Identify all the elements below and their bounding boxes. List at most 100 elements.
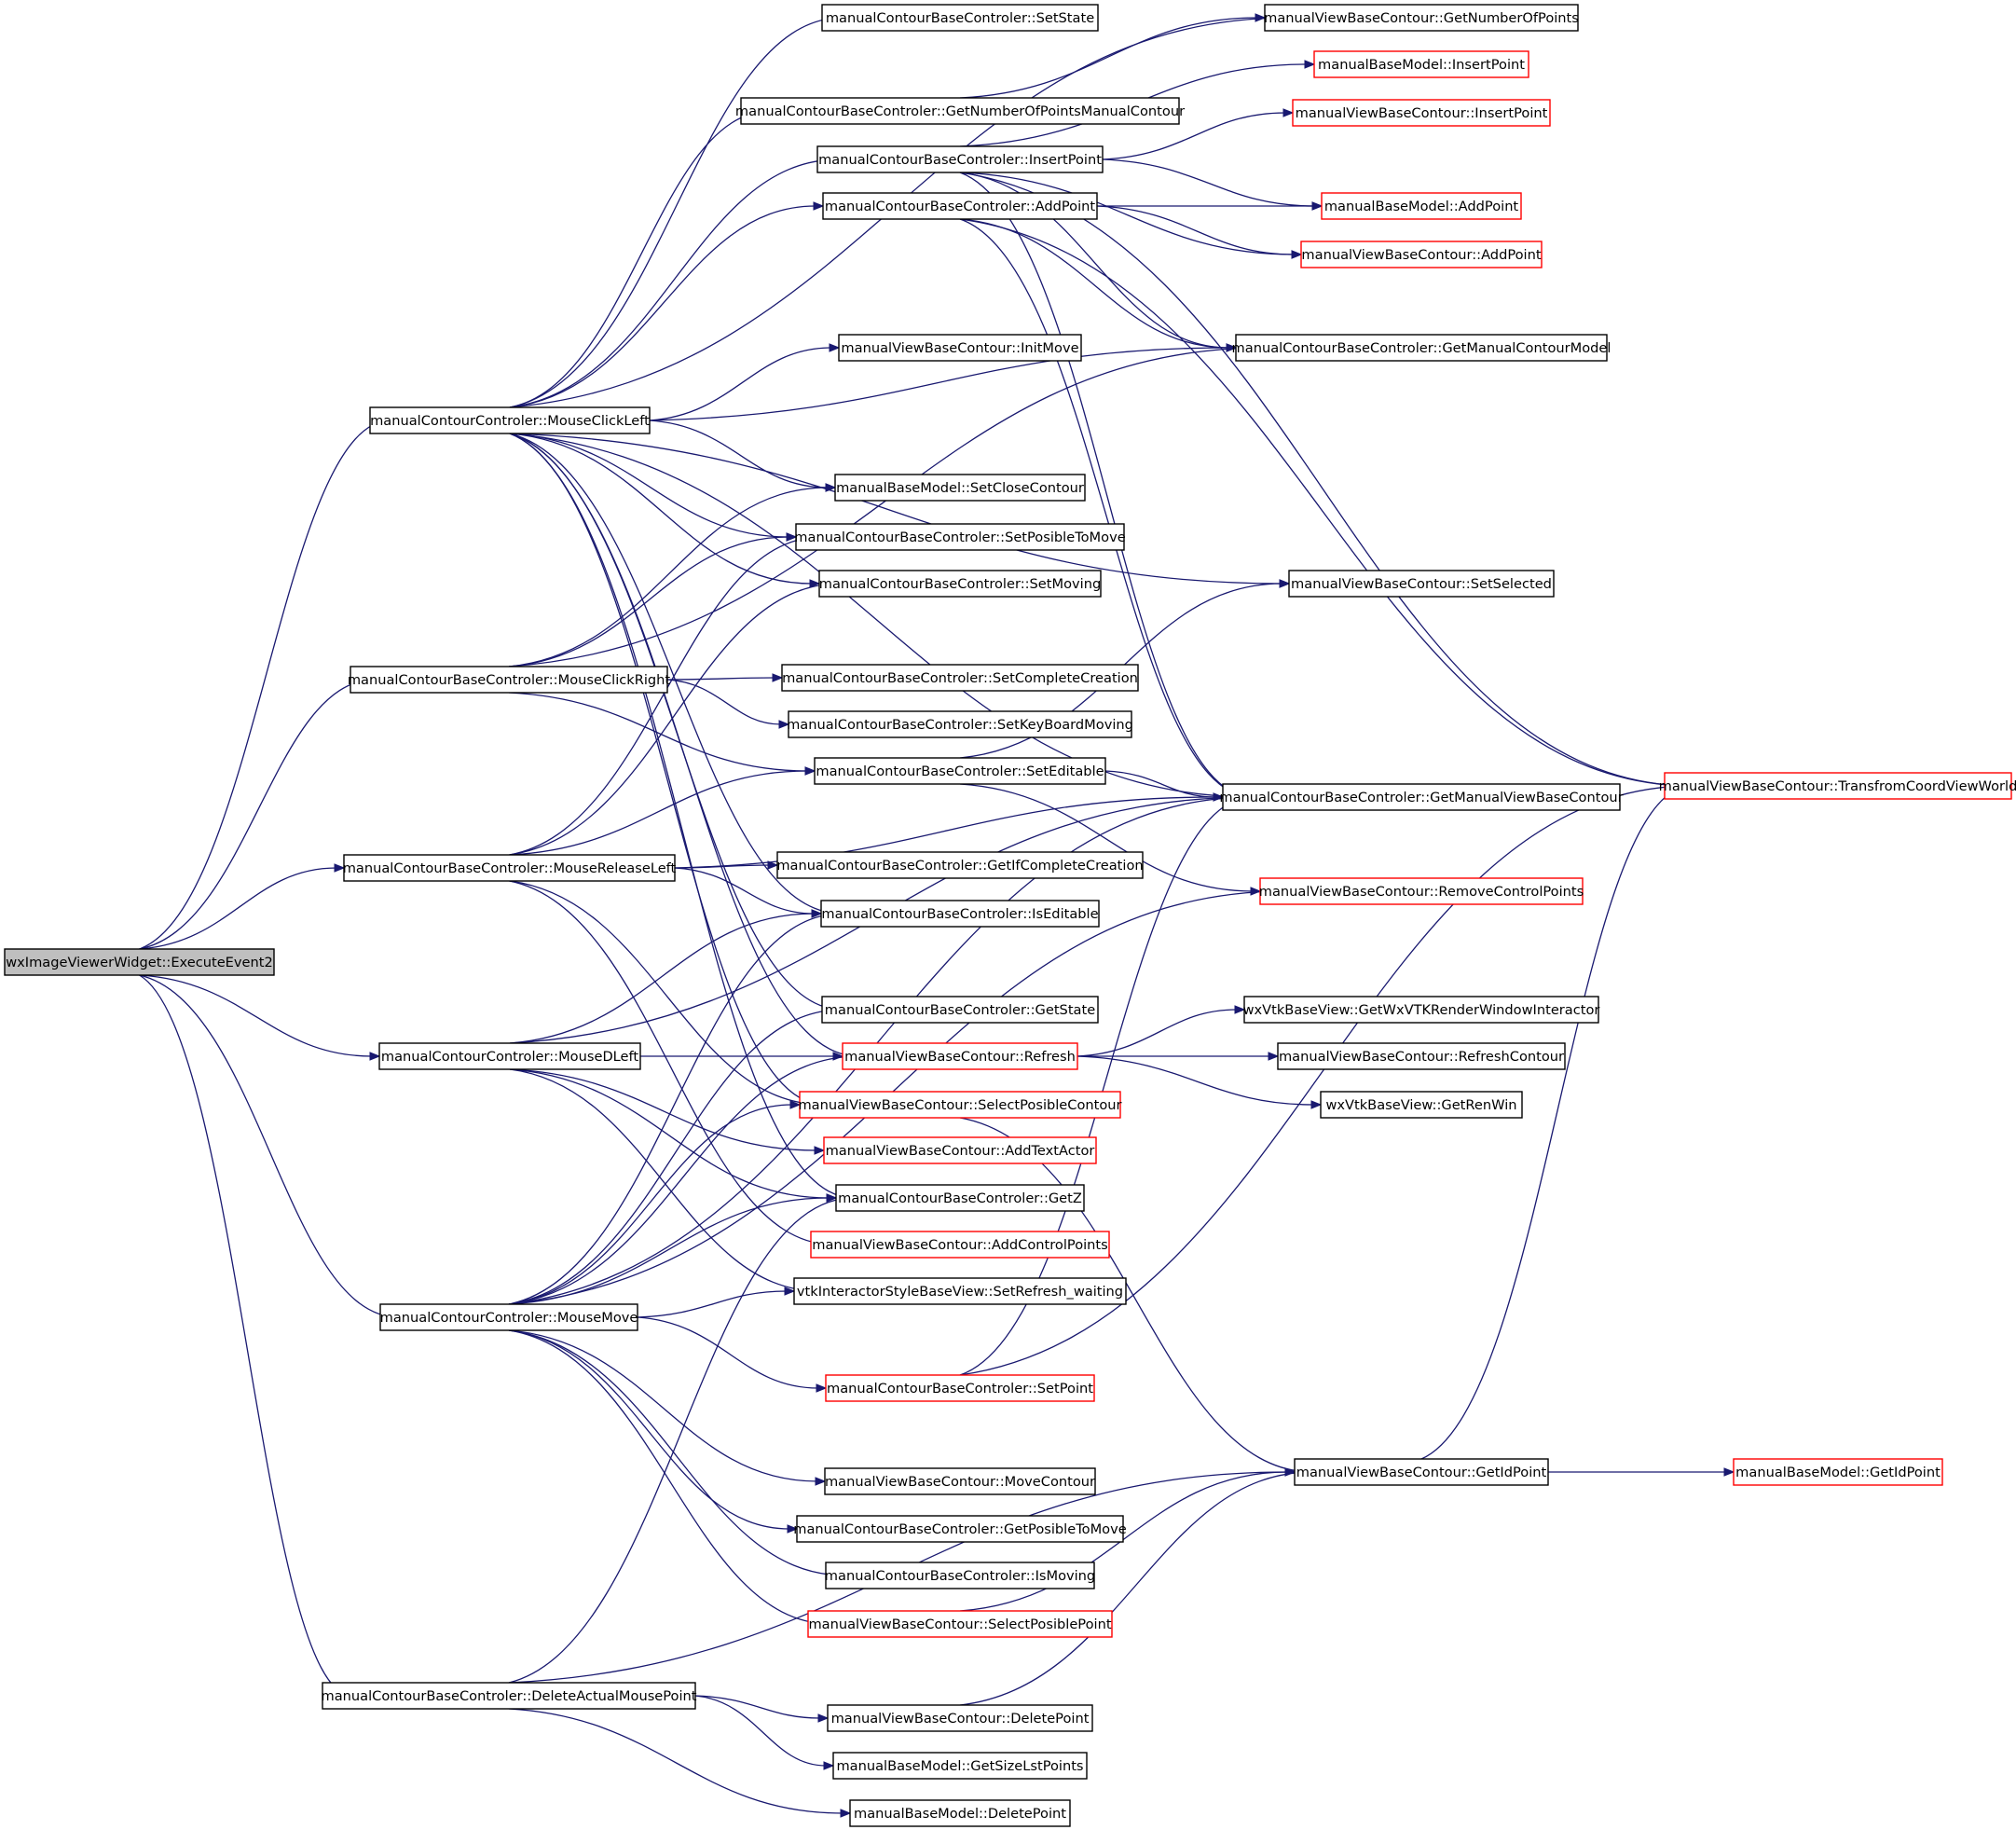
node-label: manualContourBaseControler::GetManualVie… [1219,790,1623,805]
node-setrefreshwaiting[interactable]: vtkInteractorStyleBaseView::SetRefresh_w… [793,1277,1127,1305]
node-setcomplete[interactable]: manualContourBaseControler::SetCompleteC… [781,664,1139,692]
node-removecp[interactable]: manualViewBaseContour::RemoveControlPoin… [1259,877,1584,905]
node-deletepointv[interactable]: manualViewBaseContour::DeletePoint [827,1704,1093,1732]
node-box [781,664,1139,692]
node-mreleaseleft[interactable]: manualContourBaseControler::MouseRelease… [343,854,677,882]
node-box [793,1277,1127,1305]
call-edge-mmove-to-refresh [508,1055,859,1305]
node-modelinsert[interactable]: manualBaseModel::InsertPoint [1313,50,1529,78]
node-setstate[interactable]: manualContourBaseControler::SetState [821,4,1099,32]
node-mmove[interactable]: manualContourControler::MouseMove [379,1303,638,1331]
node-getidpoint[interactable]: manualViewBaseContour::GetIdPoint [1294,1458,1549,1486]
call-edge-selpospoint-to-getidpoint [959,1471,1288,1612]
node-viewinsert[interactable]: manualViewBaseContour::InsertPoint [1292,99,1551,127]
arrow-head-initmove [829,343,841,352]
node-label: manualContourBaseControler::AddPoint [825,199,1096,214]
node-transform[interactable]: manualViewBaseContour::TransfromCoordVie… [1659,772,2016,800]
node-refreshcontour[interactable]: manualViewBaseContour::RefreshContour [1277,1042,1566,1070]
node-setmoving[interactable]: manualContourBaseControler::SetMoving [818,570,1102,598]
node-getsizelst[interactable]: manualBaseModel::GetSizeLstPoints [832,1752,1088,1780]
node-deletepointm[interactable]: manualBaseModel::DeletePoint [849,1799,1071,1827]
node-label: manualContourBaseControler::IsMoving [825,1568,1095,1584]
call-edge-mclickright-to-setkbmoving [666,679,782,725]
node-label: wxImageViewerWidget::ExecuteEvent2 [6,955,273,970]
node-box [1313,50,1529,78]
node-setpoint[interactable]: manualContourBaseControler::SetPoint [825,1374,1095,1402]
node-box [1664,772,2012,800]
node-ismoving[interactable]: manualContourBaseControler::IsMoving [825,1562,1095,1589]
node-getrwi[interactable]: wxVtkBaseView::GetWxVTKRenderWindowInter… [1243,996,1600,1024]
arrow-head-refreshcontour [1268,1052,1280,1061]
node-box [796,1515,1124,1543]
node-refresh[interactable]: manualViewBaseContour::Refresh [842,1042,1078,1070]
node-label: manualContourBaseControler::DeleteActual… [321,1688,696,1704]
arrow-head-getposmove [787,1524,799,1534]
node-label: manualContourBaseControler::SetKeyBoardM… [787,717,1133,733]
node-getmcmodel[interactable]: manualContourBaseControler::GetManualCon… [1232,334,1611,362]
arrow-head-setselected [1279,579,1291,588]
node-label: manualViewBaseContour::GetNumberOfPoints [1264,10,1579,26]
node-initmove[interactable]: manualViewBaseContour::InitMove [838,334,1082,362]
call-edge-mmove-to-iseditable [508,913,842,1305]
node-seteditable[interactable]: manualContourBaseControler::SetEditable [814,757,1106,785]
call-edge-root-to-mreleaseleft [139,867,337,950]
node-selpospoint[interactable]: manualViewBaseContour::SelectPosiblePoin… [807,1610,1113,1638]
node-viewadd[interactable]: manualViewBaseContour::AddPoint [1300,241,1543,268]
node-box [1259,877,1584,905]
call-edge-mclickleft-to-setselected [509,433,1282,585]
node-box [1264,4,1579,32]
node-modelgetid[interactable]: manualBaseModel::GetIdPoint [1733,1458,1943,1486]
node-iseditable[interactable]: manualContourBaseControler::IsEditable [820,900,1100,928]
node-mdleft[interactable]: manualContourControler::MouseDLeft [378,1042,641,1070]
node-box [849,1799,1071,1827]
node-selposcontour[interactable]: manualViewBaseContour::SelectPosibleCont… [798,1091,1122,1119]
node-mclickright[interactable]: manualContourBaseControler::MouseClickRi… [348,666,671,694]
node-label: manualContourControler::MouseMove [380,1310,638,1326]
arrow-head-getrwi [1234,1005,1246,1014]
call-edge-insertpoint-to-getmcmodel [959,172,1229,349]
node-getz[interactable]: manualContourBaseControler::GetZ [835,1184,1085,1212]
node-box [827,1704,1093,1732]
node-getmvbc[interactable]: manualContourBaseControler::GetManualVie… [1219,783,1624,811]
node-label: manualBaseModel::SetCloseContour [836,480,1084,496]
call-edge-mclickleft-to-setposmove [509,433,789,538]
node-getrenwin[interactable]: wxVtkBaseView::GetRenWin [1320,1091,1523,1119]
node-setselected[interactable]: manualViewBaseContour::SetSelected [1288,570,1555,598]
node-box [823,1136,1097,1164]
node-getnumpmc[interactable]: manualContourBaseControler::GetNumberOfP… [735,97,1185,125]
node-getifcomplete[interactable]: manualContourBaseControler::GetIfComplet… [776,851,1144,879]
node-label: manualContourBaseControler::SetPosibleTo… [794,530,1125,545]
call-edge-insertpoint-to-viewinsert [1102,112,1286,160]
node-setclose[interactable]: manualBaseModel::SetCloseContour [834,474,1086,502]
node-root[interactable]: wxImageViewerWidget::ExecuteEvent2 [4,948,275,976]
node-modeladd[interactable]: manualBaseModel::AddPoint [1321,192,1522,220]
node-getposmove[interactable]: manualContourBaseControler::GetPosibleTo… [793,1515,1127,1543]
call-edge-mdleft-to-setrefreshwaiting [509,1068,820,1292]
call-edge-root-to-mdleft [139,974,373,1057]
node-label: manualViewBaseContour::MoveContour [825,1474,1095,1490]
node-label: manualContourBaseControler::SetEditable [816,764,1104,779]
node-addtextactor[interactable]: manualViewBaseContour::AddTextActor [823,1136,1097,1164]
node-insertpoint[interactable]: manualContourBaseControler::InsertPoint [816,145,1104,173]
node-box [825,1374,1095,1402]
node-addpoint[interactable]: manualContourBaseControler::AddPoint [822,192,1098,220]
node-movecontour[interactable]: manualViewBaseContour::MoveContour [824,1467,1096,1495]
node-setkbmoving[interactable]: manualContourBaseControler::SetKeyBoardM… [787,710,1133,738]
node-mclickleft[interactable]: manualContourControler::MouseClickLeft [369,406,651,434]
call-edge-mclickleft-to-getz [509,433,854,1199]
node-getnumpoints[interactable]: manualViewBaseContour::GetNumberOfPoints [1264,4,1579,32]
call-edge-mmove-to-removecp [508,890,1285,1305]
node-addcontrolpts[interactable]: manualViewBaseContour::AddControlPoints [810,1231,1110,1259]
call-edge-setpoint-to-getmvbc [959,796,1254,1376]
arrow-head-seteditable [804,766,816,776]
node-label: manualContourControler::MouseClickLeft [370,413,650,429]
node-label: manualContourBaseControler::GetNumberOfP… [735,103,1185,119]
node-box [818,570,1102,598]
call-edge-mclickleft-to-addpoint [509,205,816,408]
node-label: manualViewBaseContour::GetIdPoint [1296,1465,1547,1480]
node-getstate[interactable]: manualContourBaseControler::GetState [821,996,1099,1024]
node-label: manualViewBaseContour::Refresh [844,1049,1076,1065]
node-label: wxVtkBaseView::GetRenWin [1325,1097,1516,1113]
node-setposmove[interactable]: manualContourBaseControler::SetPosibleTo… [794,523,1126,551]
node-delactual[interactable]: manualContourBaseControler::DeleteActual… [321,1682,697,1710]
